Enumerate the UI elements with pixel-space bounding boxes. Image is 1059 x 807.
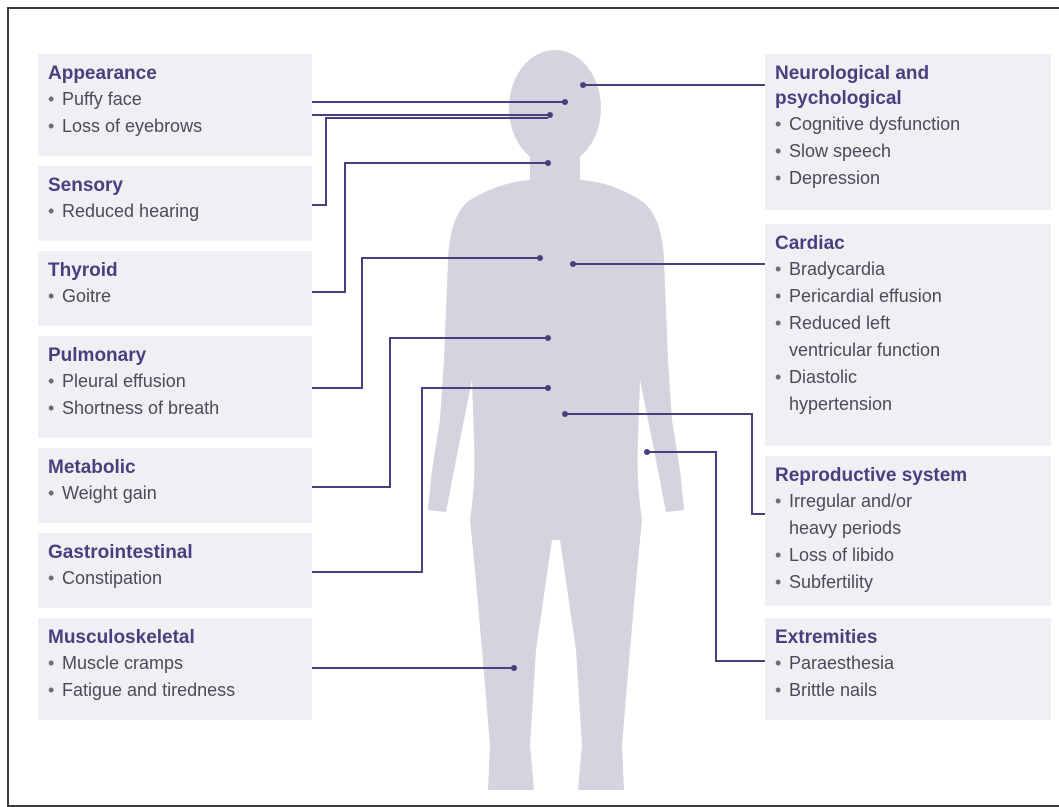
box-title: Pulmonary (48, 343, 302, 368)
box-title: Thyroid (48, 258, 302, 283)
box-thyroid: Thyroid Goitre (38, 251, 312, 326)
list-item: Subfertility (775, 569, 1041, 596)
list-item: Puffy face (48, 86, 302, 113)
list-item: Bradycardia (775, 256, 1041, 283)
box-title: Reproductive system (775, 463, 1041, 488)
box-metabolic: Metabolic Weight gain (38, 448, 312, 523)
list-item: Loss of eyebrows (48, 113, 302, 140)
box-title: Extremities (775, 625, 1041, 650)
list-item: Slow speech (775, 138, 1041, 165)
list-item: Depression (775, 165, 1041, 192)
box-extremities: Extremities Paraesthesia Brittle nails (765, 618, 1051, 720)
box-appearance: Appearance Puffy face Loss of eyebrows (38, 54, 312, 156)
list-item: Fatigue and tiredness (48, 677, 302, 704)
list-item: Loss of libido (775, 542, 1041, 569)
list-item: Cognitive dysfunction (775, 111, 1041, 138)
box-title: Sensory (48, 173, 302, 198)
box-title: Cardiac (775, 231, 1041, 256)
list-item: Pericardial effusion (775, 283, 1041, 310)
box-title: Appearance (48, 61, 302, 86)
list-item: Reduced hearing (48, 198, 302, 225)
box-gastrointestinal: Gastrointestinal Constipation (38, 533, 312, 608)
list-item: Brittle nails (775, 677, 1041, 704)
list-item: Paraesthesia (775, 650, 1041, 677)
box-title-line: psychological (775, 88, 902, 109)
box-title: Neurological and psychological (775, 61, 1041, 111)
human-silhouette (428, 50, 684, 790)
box-cardiac: Cardiac Bradycardia Pericardial effusion… (765, 224, 1051, 446)
list-item: Pleural effusion (48, 368, 302, 395)
list-item: Reduced left ventricular function (775, 310, 1041, 364)
list-item: Muscle cramps (48, 650, 302, 677)
box-sensory: Sensory Reduced hearing (38, 166, 312, 241)
list-item: Irregular and/or heavy periods (775, 488, 1041, 542)
list-item: Constipation (48, 565, 302, 592)
box-title: Metabolic (48, 455, 302, 480)
list-item: Shortness of breath (48, 395, 302, 422)
box-pulmonary: Pulmonary Pleural effusion Shortness of … (38, 336, 312, 438)
box-title-line: Neurological and (775, 63, 929, 84)
box-musculoskeletal: Musculoskeletal Muscle cramps Fatigue an… (38, 618, 312, 720)
list-item: Weight gain (48, 480, 302, 507)
box-title: Musculoskeletal (48, 625, 302, 650)
list-item: Diastolic hypertension (775, 364, 1041, 418)
list-item: Goitre (48, 283, 302, 310)
box-title: Gastrointestinal (48, 540, 302, 565)
box-reproductive: Reproductive system Irregular and/or hea… (765, 456, 1051, 606)
box-neurological: Neurological and psychological Cognitive… (765, 54, 1051, 210)
